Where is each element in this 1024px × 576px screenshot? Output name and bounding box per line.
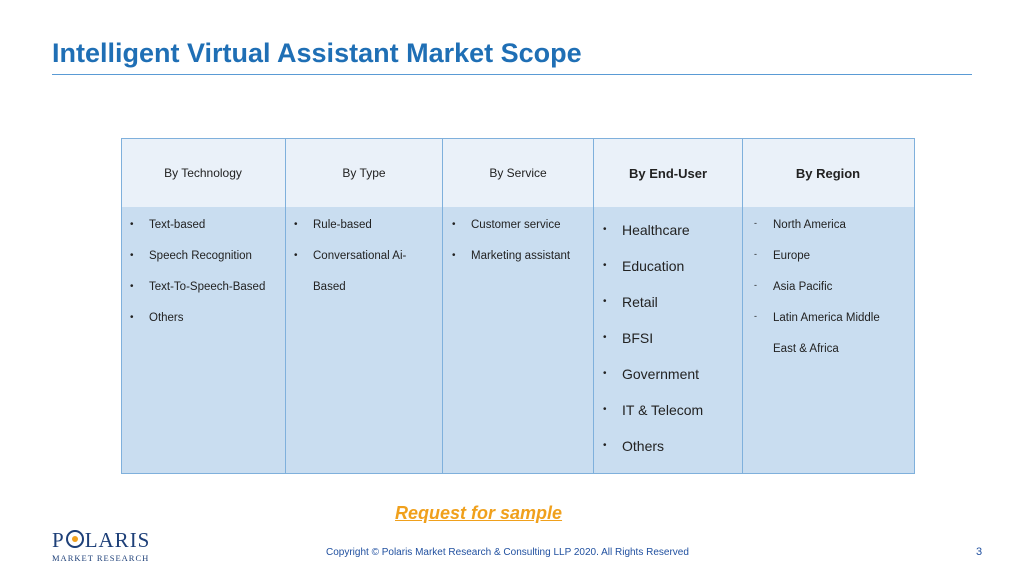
bullet-icon: • — [452, 250, 456, 261]
dash-icon: - — [754, 311, 757, 321]
end-user-list: • Healthcare • Education • Retail • BFSI • Go… — [592, 222, 703, 474]
list-item-text: Speech Recognition — [149, 250, 252, 262]
service-list: • Customer service • Marketing assistant — [443, 219, 570, 281]
list-item-text: Latin America Middle — [773, 312, 880, 324]
column-divider — [593, 138, 594, 474]
logo-letter: P — [52, 528, 65, 552]
list-item-text: IT & Telecom — [622, 402, 704, 418]
list-item-text: Education — [622, 258, 685, 274]
logo-letters: LARIS — [84, 528, 151, 552]
bullet-icon: • — [603, 368, 607, 379]
list-item: - Asia Pacific — [745, 280, 880, 312]
header-by-end-user: By End-User — [628, 165, 708, 181]
header-by-region: By Region — [795, 165, 861, 181]
list-item: • Text-based — [121, 219, 265, 250]
dash-icon: - — [754, 249, 757, 259]
list-item-continuation: Based — [313, 281, 346, 293]
bullet-icon: • — [130, 219, 134, 230]
title-divider — [52, 74, 972, 75]
list-item-text: Rule-based — [313, 219, 372, 231]
logo-star-icon — [65, 530, 84, 548]
bullet-icon: • — [130, 312, 134, 323]
footer-copyright: Copyright © Polaris Market Research & Co… — [326, 547, 689, 558]
bullet-icon: • — [603, 224, 607, 235]
list-item-text: BFSI — [622, 330, 654, 346]
list-item: • Text-To-Speech-Based — [121, 281, 265, 312]
list-item: • Government — [592, 366, 703, 402]
list-item-text: Text-To-Speech-Based — [149, 281, 266, 293]
region-list: - North America - Europe - Asia Pacific - La… — [745, 218, 880, 374]
list-item: • BFSI — [592, 330, 703, 366]
bullet-icon: • — [603, 440, 607, 451]
column-divider — [442, 138, 443, 474]
bullet-icon: • — [294, 250, 298, 261]
list-item-text: Retail — [622, 294, 658, 310]
list-item: • Others — [121, 312, 265, 343]
list-item: • Retail — [592, 294, 703, 330]
list-item-text: Conversational Ai- — [313, 250, 407, 262]
list-item: - Latin America Middle — [745, 311, 880, 343]
list-item-continuation: East & Africa — [773, 343, 839, 355]
list-item: - Europe — [745, 249, 880, 281]
table-body-row — [121, 207, 915, 474]
list-item: • Rule-based — [285, 219, 406, 250]
bullet-icon: • — [294, 219, 298, 230]
list-item: • Marketing assistant — [443, 250, 570, 281]
technology-list: • Text-based • Speech Recognition • Text-To… — [121, 219, 265, 343]
list-item: • Speech Recognition — [121, 250, 265, 281]
bullet-icon: • — [603, 260, 607, 271]
bullet-icon: • — [603, 296, 607, 307]
bullet-icon: • — [452, 219, 456, 230]
logo-wordmark: P LARIS — [52, 530, 150, 551]
page-number: 3 — [976, 546, 983, 558]
market-scope-table: By Technology By Type By Service By End-… — [121, 138, 915, 474]
list-item-text: North America — [773, 219, 846, 231]
bullet-icon: • — [130, 281, 134, 292]
polaris-logo: P LARIS MARKET RESEARCH — [52, 530, 150, 564]
bullet-icon: • — [603, 404, 607, 415]
bullet-icon: • — [603, 332, 607, 343]
dash-icon: - — [754, 280, 757, 290]
list-item: - North America — [745, 218, 880, 250]
list-item-text: Europe — [773, 250, 811, 262]
list-item-text: Others — [622, 438, 665, 454]
logo-subtitle: MARKET RESEARCH — [52, 553, 150, 563]
list-item: • Healthcare — [592, 222, 703, 258]
header-by-technology: By Technology — [164, 166, 242, 180]
column-divider — [742, 138, 743, 474]
list-item-text: Others — [149, 312, 184, 324]
dash-icon: - — [754, 218, 757, 228]
list-item-text: Government — [622, 366, 700, 382]
request-sample-link[interactable]: Request for sample — [395, 503, 563, 523]
column-divider — [285, 138, 286, 474]
header-by-type: By Type — [342, 166, 386, 180]
list-item: • Education — [592, 258, 703, 294]
list-item-text: Customer service — [471, 219, 561, 231]
header-by-service: By Service — [489, 166, 547, 180]
list-item: • IT & Telecom — [592, 402, 703, 438]
list-item-text: Text-based — [149, 219, 206, 231]
list-item-text: Marketing assistant — [471, 250, 571, 262]
table-header-row — [121, 138, 915, 208]
page-title: Intelligent Virtual Assistant Market Sco… — [52, 38, 582, 68]
list-item: • Customer service — [443, 219, 570, 250]
list-item-text: Asia Pacific — [773, 281, 833, 293]
list-item: • Others — [592, 438, 703, 474]
bullet-icon: • — [130, 250, 134, 261]
list-item-text: Healthcare — [622, 222, 690, 238]
list-item: • Conversational Ai- — [285, 250, 406, 281]
type-list: • Rule-based • Conversational Ai- Based — [285, 219, 406, 312]
